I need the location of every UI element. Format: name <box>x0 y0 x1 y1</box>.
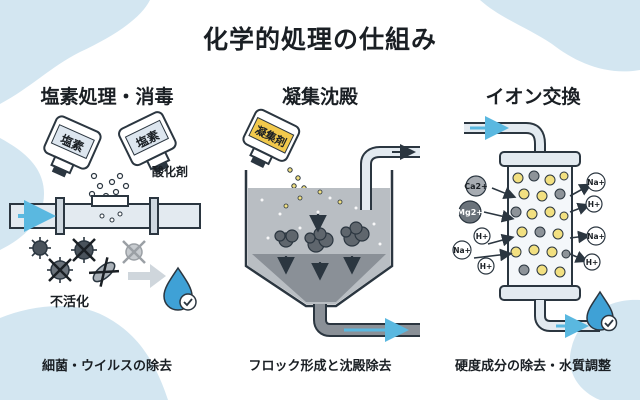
page-title: 化学的処理の仕組み <box>202 25 437 54</box>
svg-text:H+: H+ <box>586 258 599 267</box>
ion-h-out-1: H+ <box>585 195 603 213</box>
bacteria-icon <box>88 257 120 287</box>
oxidizer-label: 酸化剤 <box>152 164 188 179</box>
section-heading-coagulation: 凝集沈殿 <box>281 86 358 108</box>
chlorine-bottle-left: 塩素 <box>43 115 102 178</box>
section-heading-chlorination: 塩素処理・消毒 <box>40 86 174 108</box>
virus-icon <box>47 257 73 283</box>
ion-ca: Ca2+ <box>464 175 488 197</box>
virus-icon <box>122 240 146 264</box>
ion-h-out-2: H+ <box>583 253 601 271</box>
chlorine-bottle-right: 塩素 <box>118 111 177 174</box>
ion-mg: Mg2+ <box>457 200 483 224</box>
ion-na-out-2: Na+ <box>586 226 606 246</box>
inactivation-label: 不活化 <box>50 294 89 310</box>
floc-cluster <box>340 221 370 247</box>
svg-text:Na+: Na+ <box>453 246 471 255</box>
ion-exchange-illustration: Ca2+ Mg2+ Na+ H+ H+ Na+ <box>452 116 618 338</box>
caption-chlorination: 細菌・ウイルスの除去 <box>41 359 172 374</box>
floc-cluster <box>274 229 299 248</box>
svg-text:Mg2+: Mg2+ <box>457 208 483 217</box>
ion-na-out-1: Na+ <box>586 172 606 192</box>
ion-h-in-2: H+ <box>477 257 495 275</box>
ion-h-in-1: H+ <box>473 227 491 245</box>
chlorination-illustration: 塩素 塩素 酸化剤 <box>9 111 201 311</box>
water-drop-check-icon <box>586 290 618 332</box>
caption-ion-exchange: 硬度成分の除去・水質調整 <box>454 359 611 374</box>
coagulation-illustration: 凝集剤 <box>242 108 420 342</box>
floc-cluster <box>304 227 334 253</box>
resin-beads <box>510 170 571 278</box>
arrow-right-icon <box>128 264 166 288</box>
svg-text:Na+: Na+ <box>587 178 605 187</box>
coagulant-bottle: 凝集剤 <box>242 108 301 169</box>
section-heading-ion-exchange: イオン交換 <box>485 86 581 108</box>
virus-icon <box>29 237 51 259</box>
virus-icon <box>71 237 97 263</box>
water-drop-check-icon <box>163 266 197 311</box>
svg-text:H+: H+ <box>480 262 493 271</box>
svg-text:H+: H+ <box>588 200 601 209</box>
water-pipe <box>9 195 201 235</box>
ion-na-in: Na+ <box>452 240 472 260</box>
svg-text:H+: H+ <box>476 232 489 241</box>
caption-coagulation: フロック形成と沈殿除去 <box>248 359 392 374</box>
svg-text:Ca2+: Ca2+ <box>464 182 488 191</box>
svg-text:Na+: Na+ <box>587 232 605 241</box>
